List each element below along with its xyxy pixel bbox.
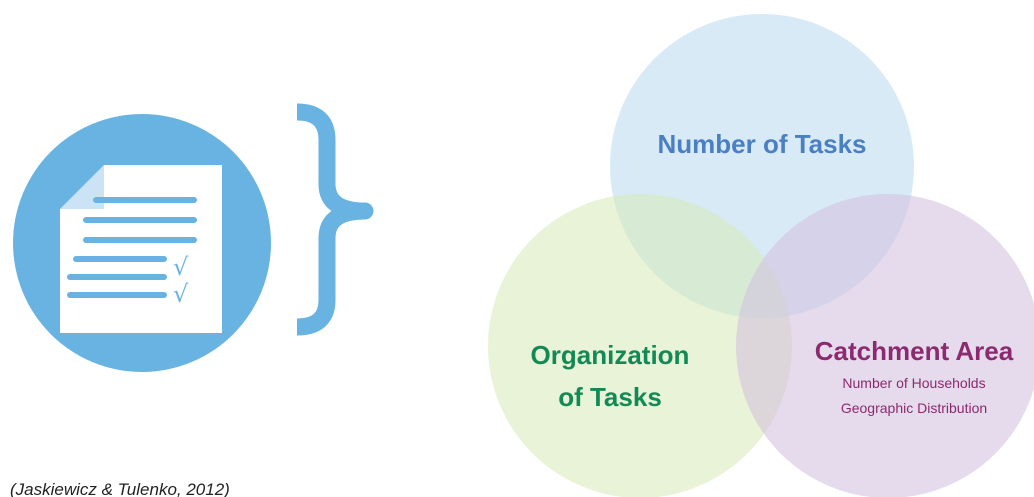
document-checklist-icon <box>60 165 222 333</box>
citation: (Jaskiewicz & Tulenko, 2012) <box>10 480 230 497</box>
document-icon-group: √ √ <box>13 114 271 372</box>
venn-diagram <box>488 14 1034 497</box>
circle-catchment-area <box>736 194 1034 497</box>
label-number-of-households: Number of Households <box>842 375 985 391</box>
label-catchment-area: Catchment Area <box>815 336 1014 366</box>
curly-brace-icon <box>296 103 374 336</box>
checkmark-icon: √ <box>173 253 189 281</box>
circle-organization-of-tasks <box>488 194 792 497</box>
label-number-of-tasks: Number of Tasks <box>657 129 866 159</box>
document-fold-icon <box>60 165 104 209</box>
label-organization: Organization <box>531 340 690 370</box>
document-lines <box>67 197 197 298</box>
label-geographic-distribution: Geographic Distribution <box>841 400 987 416</box>
label-of-tasks: of Tasks <box>558 382 662 412</box>
checkmark-icon: √ <box>173 280 189 308</box>
